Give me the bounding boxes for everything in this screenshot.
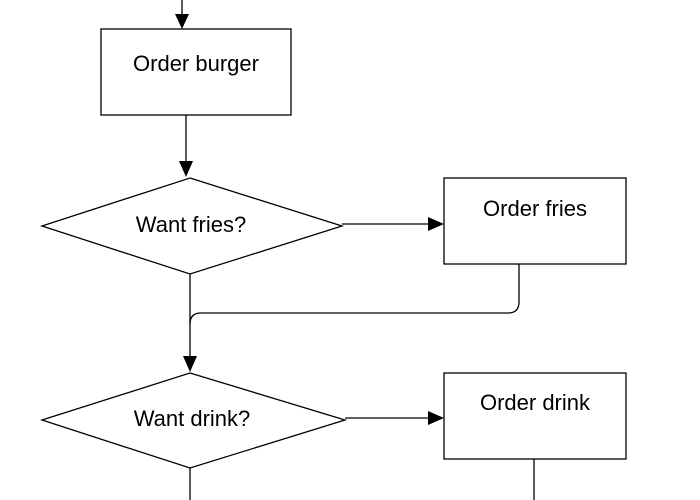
arrowhead-order-drink xyxy=(428,411,444,425)
arrowhead-want-fries xyxy=(179,161,193,177)
arrowhead-order-fries xyxy=(428,217,444,231)
process-box-order-fries[interactable] xyxy=(443,177,627,265)
process-label-order-fries: Order fries xyxy=(483,196,587,221)
decision-label-want-fries: Want fries? xyxy=(136,212,246,237)
process-box-order-drink[interactable] xyxy=(443,372,627,460)
process-label-order-drink: Order drink xyxy=(480,390,591,415)
decision-label-want-drink: Want drink? xyxy=(134,406,251,431)
process-label-order-burger: Order burger xyxy=(133,51,259,76)
arrowhead-want-drink xyxy=(183,356,197,372)
arrowhead-order-burger xyxy=(175,14,189,29)
process-box-order-burger[interactable] xyxy=(100,28,292,116)
connector-order-fries-merge xyxy=(189,264,520,325)
